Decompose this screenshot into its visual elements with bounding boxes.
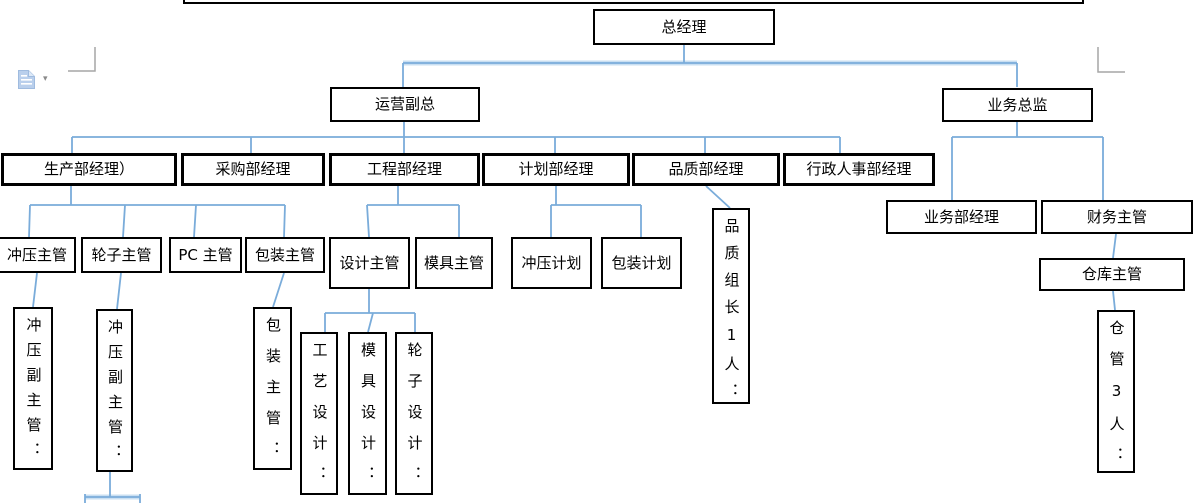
node-label: 业务部经理	[923, 207, 999, 226]
org-node-design-supervisor[interactable]: 设计主管	[329, 237, 410, 289]
node-label: 模具设计：	[359, 342, 377, 497]
org-node-process-designer[interactable]: 工艺设计：	[300, 332, 338, 497]
node-label: 包装主管	[254, 245, 315, 264]
org-node-production-manager[interactable]: 生产部经理）	[1, 153, 177, 186]
node-label: 品质组长1人：	[722, 218, 741, 410]
node-label: 轮子设计：	[405, 342, 424, 497]
org-node-planning-manager[interactable]: 计划部经理	[482, 153, 630, 186]
org-node-packaging-supervisor-sub[interactable]: 包装主管：	[253, 307, 292, 472]
right-crop-mark-icon	[1097, 47, 1125, 73]
org-node-stamping-planner[interactable]: 冲压计划	[511, 237, 592, 289]
node-label: 生产部经理）	[43, 160, 134, 178]
org-node-business-director[interactable]: 业务总监	[942, 88, 1093, 122]
org-node-quality-manager[interactable]: 品质部经理	[632, 153, 780, 186]
org-node-wheel-supervisor[interactable]: 轮子主管	[81, 237, 162, 273]
node-label: 包装主管：	[264, 317, 282, 472]
org-node-mold-supervisor[interactable]: 模具主管	[415, 237, 493, 289]
node-label: 轮子主管	[91, 245, 152, 264]
node-label: PC 主管	[178, 245, 233, 264]
org-node-warehouse-keeper[interactable]: 仓管3人：	[1097, 310, 1135, 478]
org-node-stamping-deputy-supervisor-1[interactable]: 冲压副主管：	[13, 307, 53, 470]
org-node-general-manager[interactable]: 总经理	[593, 9, 775, 45]
org-node-stamping-deputy-supervisor-2[interactable]: 冲压副主管：	[96, 309, 133, 472]
node-label: 包装计划	[611, 253, 672, 272]
connector-segments	[28, 45, 1117, 503]
org-node-business-dept-manager[interactable]: 业务部经理	[886, 200, 1037, 234]
node-label: 行政人事部经理	[806, 160, 912, 178]
node-label: 工艺设计：	[310, 342, 329, 497]
node-label: 冲压主管	[6, 245, 67, 264]
node-label: 冲压副主管：	[24, 317, 43, 467]
dropdown-arrow-icon: ▾	[43, 74, 48, 84]
org-node-pc-supervisor[interactable]: PC 主管	[169, 237, 242, 273]
org-node-stamping-supervisor[interactable]: 冲压主管	[0, 237, 76, 273]
org-node-quality-group-leader[interactable]: 品质组长1人：	[712, 208, 750, 410]
node-label: 设计主管	[339, 253, 400, 272]
org-node-packaging-supervisor[interactable]: 包装主管	[245, 237, 325, 273]
org-node-admin-hr-manager[interactable]: 行政人事部经理	[783, 153, 935, 186]
org-node-operations-vp[interactable]: 运营副总	[330, 87, 480, 122]
org-node-engineering-manager[interactable]: 工程部经理	[329, 153, 480, 186]
node-label: 总经理	[661, 17, 707, 36]
org-node-packaging-planner[interactable]: 包装计划	[601, 237, 682, 289]
org-node-purchasing-manager[interactable]: 采购部经理	[181, 153, 325, 186]
node-label: 冲压计划	[521, 253, 582, 272]
node-label: 品质部经理	[668, 160, 744, 178]
node-label: 计划部经理	[518, 160, 594, 178]
node-label: 业务总监	[987, 95, 1048, 114]
org-node-finance-supervisor[interactable]: 财务主管	[1041, 200, 1193, 234]
node-label: 冲压副主管：	[106, 319, 124, 469]
node-label: 运营副总	[374, 95, 435, 113]
node-label: 模具主管	[423, 253, 484, 272]
node-label: 工程部经理	[366, 160, 442, 178]
clipboard-paste-icon	[18, 70, 35, 89]
left-crop-mark-icon	[68, 47, 96, 72]
org-node-wheel-designer[interactable]: 轮子设计：	[395, 332, 433, 497]
node-label: 采购部经理	[215, 160, 291, 178]
org-node-mold-designer[interactable]: 模具设计：	[348, 332, 387, 497]
node-label: 仓管3人：	[1107, 320, 1126, 478]
org-node-warehouse-supervisor[interactable]: 仓库主管	[1039, 258, 1185, 291]
paste-options-button[interactable]: ▾	[17, 69, 48, 90]
title-box-cutoff[interactable]	[183, 0, 1084, 4]
node-label: 仓库主管	[1081, 265, 1142, 283]
node-label: 财务主管	[1086, 207, 1147, 226]
